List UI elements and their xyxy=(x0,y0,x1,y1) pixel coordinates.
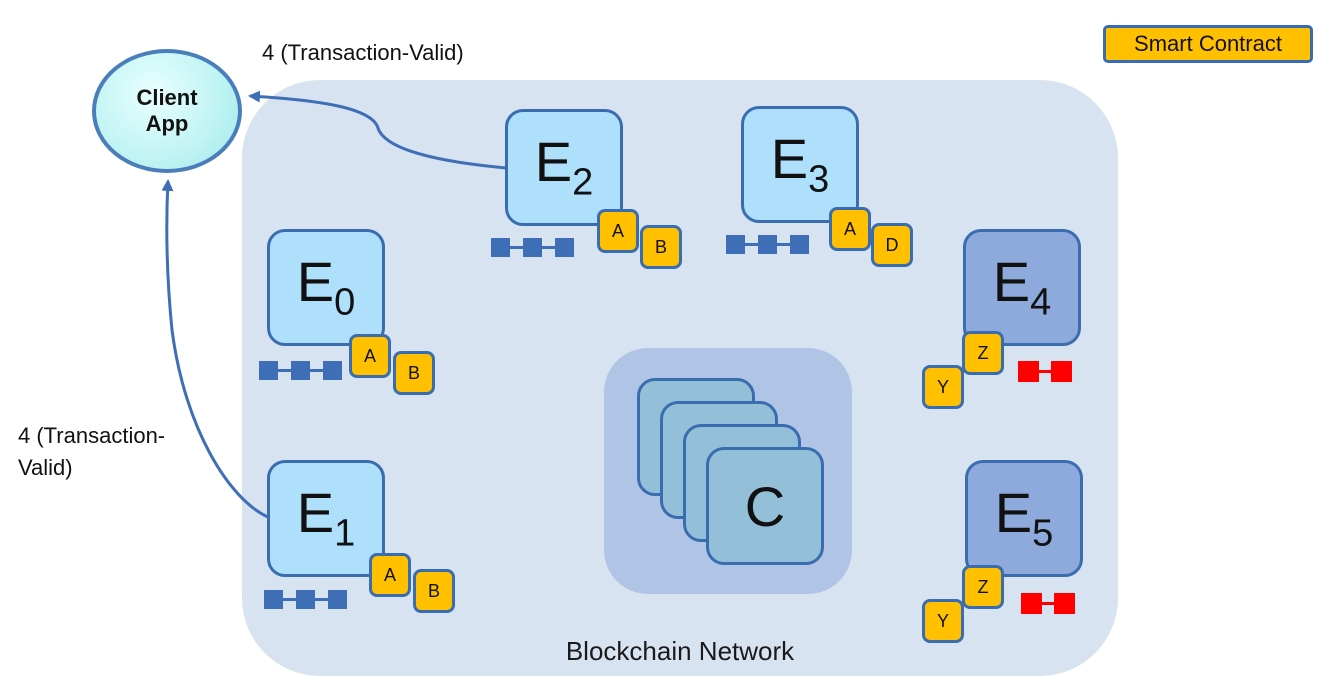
arrow-label-left-line1: 4 (Transaction- xyxy=(18,423,166,448)
ledger-block xyxy=(291,361,310,380)
ledger-block xyxy=(264,590,283,609)
committer-card: C xyxy=(706,447,824,565)
smart-contract-e3-d: D xyxy=(871,223,913,267)
endorser-e0: E0 xyxy=(267,229,385,346)
smart-contract-e3-a: A xyxy=(829,207,871,251)
ledger-link xyxy=(777,243,790,246)
smart-contract-e0-a: A xyxy=(349,334,391,378)
ledger-block xyxy=(1051,361,1072,382)
arrow-label-top: 4 (Transaction-Valid) xyxy=(262,40,464,65)
endorser-e4: E4 xyxy=(963,229,1081,346)
ledger-e4 xyxy=(1018,361,1074,382)
ledger-block xyxy=(523,238,542,257)
ledger-e0 xyxy=(259,361,347,380)
smart-contract-e5-z: Z xyxy=(962,565,1004,609)
smart-contract-e1-b: B xyxy=(413,569,455,613)
ledger-link xyxy=(315,598,328,601)
endorser-e1: E1 xyxy=(267,460,385,577)
arrow-label-left: 4 (Transaction- Valid) xyxy=(18,420,165,484)
endorser-e1-label: E1 xyxy=(296,480,356,555)
endorser-e5: E5 xyxy=(965,460,1083,577)
arrow-e2-to-client xyxy=(248,90,507,170)
endorser-e4-label: E4 xyxy=(992,249,1052,324)
client-label-line2: App xyxy=(145,111,189,136)
endorser-e2: E2 xyxy=(505,109,623,226)
ledger-block xyxy=(491,238,510,257)
endorser-e3: E3 xyxy=(741,106,859,223)
ledger-link xyxy=(310,369,323,372)
smart-contract-e0-b: B xyxy=(393,351,435,395)
ledger-block xyxy=(1054,593,1075,614)
smart-contract-e2-a: A xyxy=(597,209,639,253)
ledger-e2 xyxy=(491,238,579,257)
ledger-block xyxy=(259,361,278,380)
smart-contract-legend: Smart Contract xyxy=(1103,25,1313,63)
arrow-e1-to-client xyxy=(161,179,269,519)
ledger-link xyxy=(278,369,291,372)
ledger-block xyxy=(555,238,574,257)
ledger-link xyxy=(1039,370,1051,373)
ledger-block xyxy=(1021,593,1042,614)
smart-contract-e4-y: Y xyxy=(922,365,964,409)
ledger-block xyxy=(1018,361,1039,382)
ledger-block xyxy=(328,590,347,609)
smart-contract-e2-b: B xyxy=(640,225,682,269)
ledger-block xyxy=(758,235,777,254)
endorser-e0-label: E0 xyxy=(296,249,356,324)
endorser-e5-label: E5 xyxy=(994,480,1054,555)
ledger-e1 xyxy=(264,590,352,609)
ledger-e3 xyxy=(726,235,814,254)
ledger-link xyxy=(542,246,555,249)
client-label-line1: Client xyxy=(136,85,198,110)
endorser-e2-label: E2 xyxy=(534,129,594,204)
endorser-e3-label: E3 xyxy=(770,126,830,201)
client-app-node: Client App xyxy=(92,49,242,173)
ledger-block xyxy=(726,235,745,254)
ledger-block xyxy=(323,361,342,380)
network-label: Blockchain Network xyxy=(565,636,795,666)
ledger-link xyxy=(510,246,523,249)
smart-contract-e4-z: Z xyxy=(962,331,1004,375)
smart-contract-e1-a: A xyxy=(369,553,411,597)
committer-label: C xyxy=(744,474,786,538)
smart-contract-e5-y: Y xyxy=(922,599,964,643)
ledger-link xyxy=(1042,602,1054,605)
arrow-label-left-line2: Valid) xyxy=(18,455,73,480)
ledger-block xyxy=(296,590,315,609)
ledger-block xyxy=(790,235,809,254)
ledger-e5 xyxy=(1021,593,1077,614)
ledger-link xyxy=(283,598,296,601)
ledger-link xyxy=(745,243,758,246)
